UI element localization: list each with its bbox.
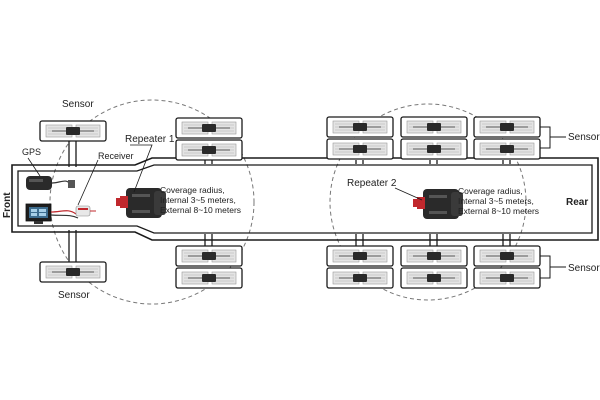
drive-axle bbox=[175, 117, 243, 289]
leader-receiver bbox=[77, 159, 99, 206]
wheel-rear1-left-inner bbox=[326, 138, 394, 160]
rear-axle-1 bbox=[326, 116, 394, 289]
coverage-circle-rear bbox=[329, 103, 527, 301]
wheel-drive-right-inner bbox=[175, 245, 243, 267]
wheel-rear2-left-inner bbox=[400, 138, 468, 160]
coverage-1-line-3: External 8~10 meters bbox=[160, 205, 241, 215]
wheel-rear3-right-inner bbox=[473, 245, 541, 267]
label-gps: GPS bbox=[22, 147, 41, 157]
wheel-rear3-left-outer bbox=[473, 116, 541, 138]
wheel-rear3-right-outer bbox=[473, 267, 541, 289]
sensor-bracket-bottom bbox=[540, 255, 566, 279]
wheel-drive-right-outer bbox=[175, 267, 243, 289]
coverage-2-line-3: External 8~10 meters bbox=[458, 206, 539, 216]
wheel-drive-left-inner bbox=[175, 139, 243, 161]
coverage-1-line-2: Internal 3~5 meters, bbox=[160, 195, 236, 205]
gps-unit bbox=[26, 176, 75, 190]
chassis-outer bbox=[11, 157, 599, 241]
front-axle bbox=[39, 120, 107, 283]
sensor-bracket-top bbox=[540, 126, 566, 149]
wheel-rear3-left-inner bbox=[473, 138, 541, 160]
coverage-1-line-1: Coverage radius, bbox=[160, 185, 225, 195]
leader-repeater-1 bbox=[130, 144, 153, 193]
receiver-monitor bbox=[25, 203, 96, 224]
label-repeater-1: Repeater 1 bbox=[125, 134, 175, 145]
label-repeater-2: Repeater 2 bbox=[347, 178, 397, 189]
repeater-1-device bbox=[116, 188, 166, 218]
wheel-rear1-right-outer bbox=[326, 267, 394, 289]
label-sensor-rear-top: Sensor bbox=[568, 132, 600, 143]
label-rear: Rear bbox=[566, 197, 588, 208]
wheel-drive-left-outer bbox=[175, 117, 243, 139]
rear-axle-2 bbox=[400, 116, 468, 289]
coverage-circle-front bbox=[49, 99, 255, 305]
label-sensor-front-bottom: Sensor bbox=[58, 290, 90, 301]
coverage-2-line-2: Internal 3~5 meters, bbox=[458, 196, 534, 206]
label-sensor-rear-bottom: Sensor bbox=[568, 263, 600, 274]
rear-axle-3 bbox=[473, 116, 541, 289]
wheel-rear2-left-outer bbox=[400, 116, 468, 138]
leader-gps bbox=[27, 157, 41, 177]
wheel-rear1-left-outer bbox=[326, 116, 394, 138]
label-front: Front bbox=[2, 192, 13, 218]
wheel-rear2-right-outer bbox=[400, 267, 468, 289]
repeater-2-device bbox=[413, 189, 463, 219]
wheel-rear1-right-inner bbox=[326, 245, 394, 267]
label-sensor-front-top: Sensor bbox=[62, 99, 94, 110]
leader-repeater-2 bbox=[394, 187, 423, 201]
coverage-2-line-1: Coverage radius, bbox=[458, 186, 523, 196]
wheel-front-right bbox=[39, 261, 107, 283]
wheel-rear2-right-inner bbox=[400, 245, 468, 267]
label-receiver: Receiver bbox=[98, 151, 134, 161]
wheel-front-left bbox=[39, 120, 107, 142]
